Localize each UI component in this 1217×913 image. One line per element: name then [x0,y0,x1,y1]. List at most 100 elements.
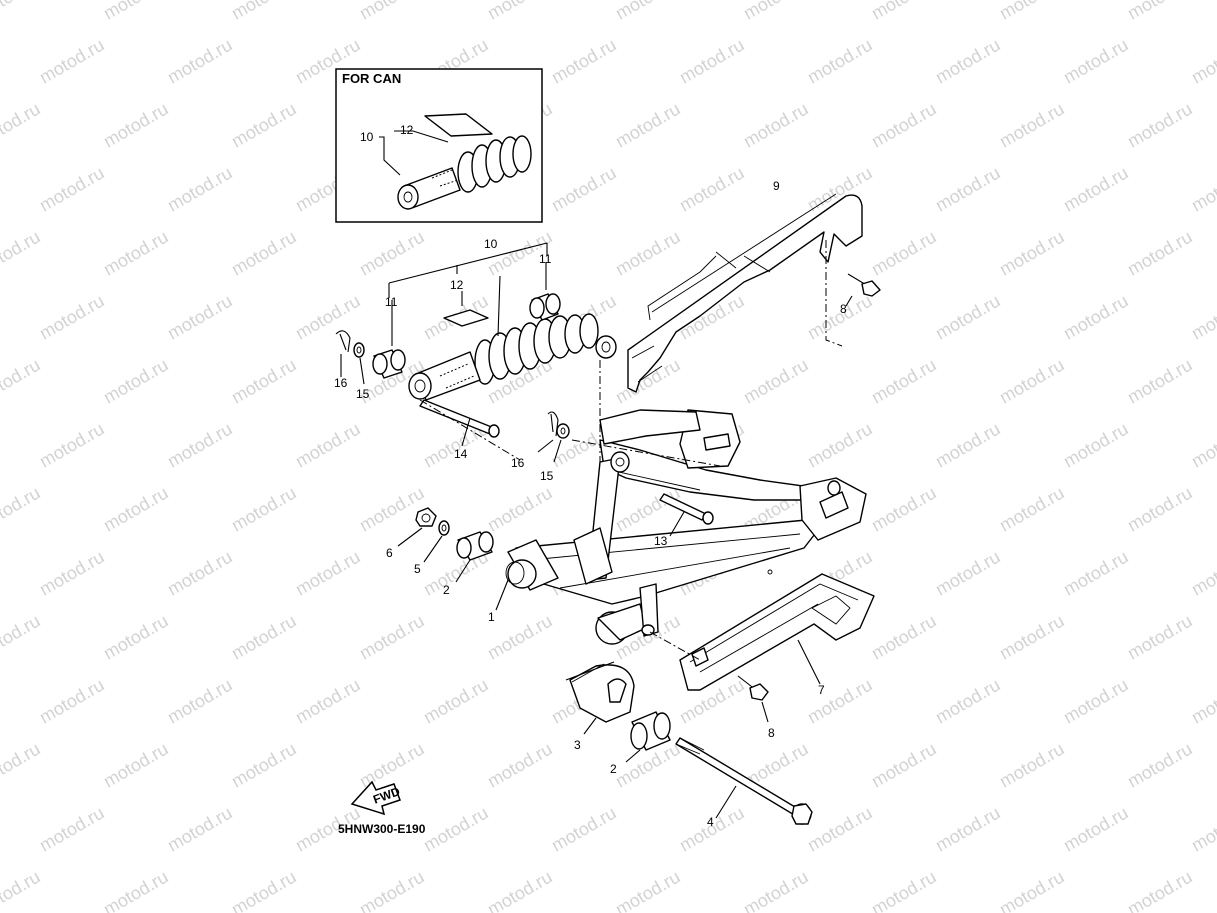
watermark-text: motod.ru [932,547,1004,600]
watermark-text: motod.ru [36,547,108,600]
watermark-text: motod.ru [292,291,364,344]
watermark-text: motod.ru [1060,291,1132,344]
callout-12: 12 [450,278,464,292]
watermark-text: motod.ru [228,0,300,23]
cotter-pin-right [547,411,559,437]
watermark-text: motod.ru [676,803,748,856]
watermark-text: motod.ru [996,99,1068,152]
callout-7: 7 [818,683,825,697]
watermark-text: motod.ru [36,803,108,856]
watermark-text: motod.ru [0,611,44,664]
watermark-text: motod.ru [612,99,684,152]
watermark-text: motod.ru [1124,99,1196,152]
watermark-text: motod.ru [228,867,300,913]
diagram-code: 5HNW300-E190 [338,822,426,836]
watermark-text: motod.ru [100,355,172,408]
watermark-text: motod.ru [356,867,428,913]
watermark-text: motod.ru [0,867,44,913]
watermark-text: motod.ru [996,867,1068,913]
watermark-text: motod.ru [356,611,428,664]
watermark-text: motod.ru [1060,675,1132,728]
pivot-axle-4 [675,737,813,825]
watermark-text: motod.ru [484,611,556,664]
callout-numbers: 9 8 10 11 11 12 16 15 14 16 15 13 6 5 2 … [334,179,847,829]
watermark-text: motod.ru [228,483,300,536]
watermark-text: motod.ru [868,355,940,408]
watermark-text: motod.ru [1188,675,1217,728]
watermark-text: motod.ru [548,163,620,216]
bolt-top [847,273,881,297]
chain-slider [649,573,875,691]
callout-2a: 2 [443,583,450,597]
watermark-text: motod.ru [1188,35,1217,88]
callout-6: 6 [386,546,393,560]
watermark-text: motod.ru [1124,611,1196,664]
watermark-text: motod.ru [1060,547,1132,600]
shock-lower-eye [408,372,432,400]
watermark-text: motod.ru [612,483,684,536]
washer-left [353,342,365,358]
watermark-text: motod.ru [548,803,620,856]
watermark-text: motod.ru [0,99,44,152]
callout-13: 13 [654,534,668,548]
watermark-text: motod.ru [612,867,684,913]
watermark-text: motod.ru [0,483,44,536]
watermark-text: motod.ru [996,739,1068,792]
watermark-text: motod.ru [804,803,876,856]
watermark-text: motod.ru [1188,419,1217,472]
watermark-text: motod.ru [100,99,172,152]
watermark-text: motod.ru [740,867,812,913]
watermark-text: motod.ru [932,803,1004,856]
watermark-text: motod.ru [804,675,876,728]
washer-right [556,423,570,439]
watermark-text: motod.ru [100,739,172,792]
watermark-text: motod.ru [996,483,1068,536]
watermark-text: motod.ru [996,0,1068,23]
callout-16a: 16 [334,376,348,390]
watermark-text: motod.ru [996,611,1068,664]
watermark-text: motod.ru [100,227,172,280]
watermark-text: motod.ru [292,675,364,728]
watermark-text: motod.ru [164,163,236,216]
watermark-text: motod.ru [164,291,236,344]
watermark-text: motod.ru [868,739,940,792]
callout-11a: 11 [385,295,398,309]
watermark-text: motod.ru [164,35,236,88]
fwd-arrow: FWD [350,780,402,816]
callout-4: 4 [707,815,714,829]
watermark-text: motod.ru [36,291,108,344]
watermark-text: motod.ru [356,483,428,536]
callout-2b: 2 [610,762,617,776]
watermark-text: motod.ru [932,163,1004,216]
inset-label-10: 10 [360,130,374,144]
watermark-text: motod.ru [932,675,1004,728]
watermark-text: motod.ru [868,99,940,152]
shock-spring [474,313,599,385]
watermark-text: motod.ru [932,35,1004,88]
watermark-text: motod.ru [1188,803,1217,856]
watermark-text: motod.ru [676,35,748,88]
bushing-1 [507,559,537,589]
watermark-text: motod.ru [548,35,620,88]
callout-15b: 15 [540,469,554,483]
inset-shock-eye [397,184,419,210]
watermark-text: motod.ru [1124,483,1196,536]
watermark-text: motod.ru [868,867,940,913]
watermark-text: motod.ru [996,227,1068,280]
inset-for-can: FOR CAN 10 12 [335,68,543,223]
watermark-text: motod.ru [804,419,876,472]
shock-lower-pin [419,399,500,438]
watermark-text: motod.ru [100,611,172,664]
watermark-text: motod.ru [1188,547,1217,600]
watermark-text: motod.ru [484,739,556,792]
watermark-text: motod.ru [1124,867,1196,913]
watermark-text: motod.ru [356,0,428,23]
watermark-text: motod.ru [0,355,44,408]
watermark-text: motod.ru [228,611,300,664]
callout-15a: 15 [356,387,370,401]
watermark-text: motod.ru [228,99,300,152]
watermark-text: motod.ru [356,227,428,280]
watermark-text: motod.ru [1060,419,1132,472]
watermark-text: motod.ru [228,739,300,792]
watermark-text: motod.ru [1060,163,1132,216]
